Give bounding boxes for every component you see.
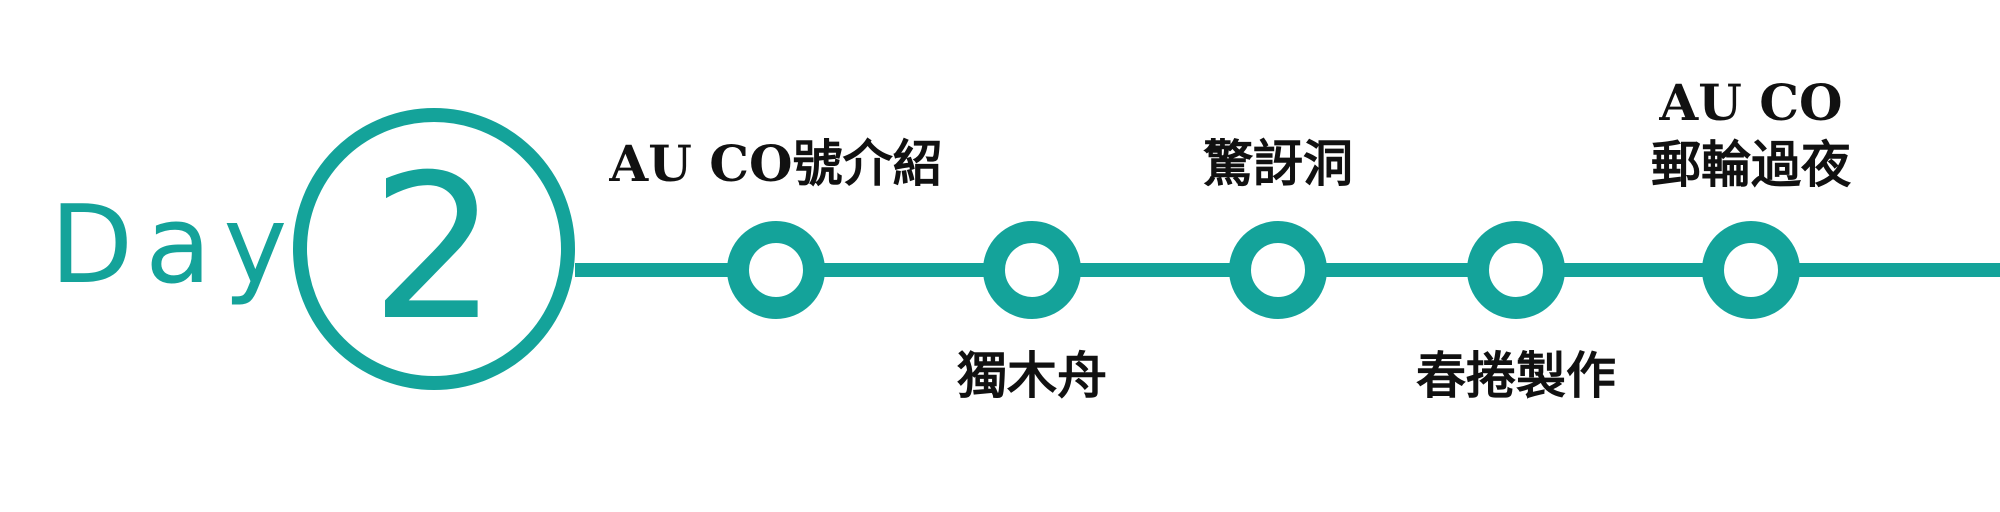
timeline-stop-marker — [727, 221, 825, 319]
day-number: 2 — [370, 132, 498, 365]
timeline-stop-label: 驚訝洞 — [1203, 134, 1353, 193]
timeline-stop-marker — [1229, 221, 1327, 319]
timeline-stop-label: AU CO號介紹 — [609, 134, 943, 193]
timeline-stop-marker — [1467, 221, 1565, 319]
timeline-stop-label: 春捲製作 — [1416, 346, 1616, 405]
timeline-stop-label: 獨木舟 — [957, 346, 1107, 405]
day-number-badge: 2 — [293, 108, 575, 390]
timeline-stop-marker — [1702, 221, 1800, 319]
timeline-stop-marker — [983, 221, 1081, 319]
day-label: Day — [50, 183, 300, 308]
